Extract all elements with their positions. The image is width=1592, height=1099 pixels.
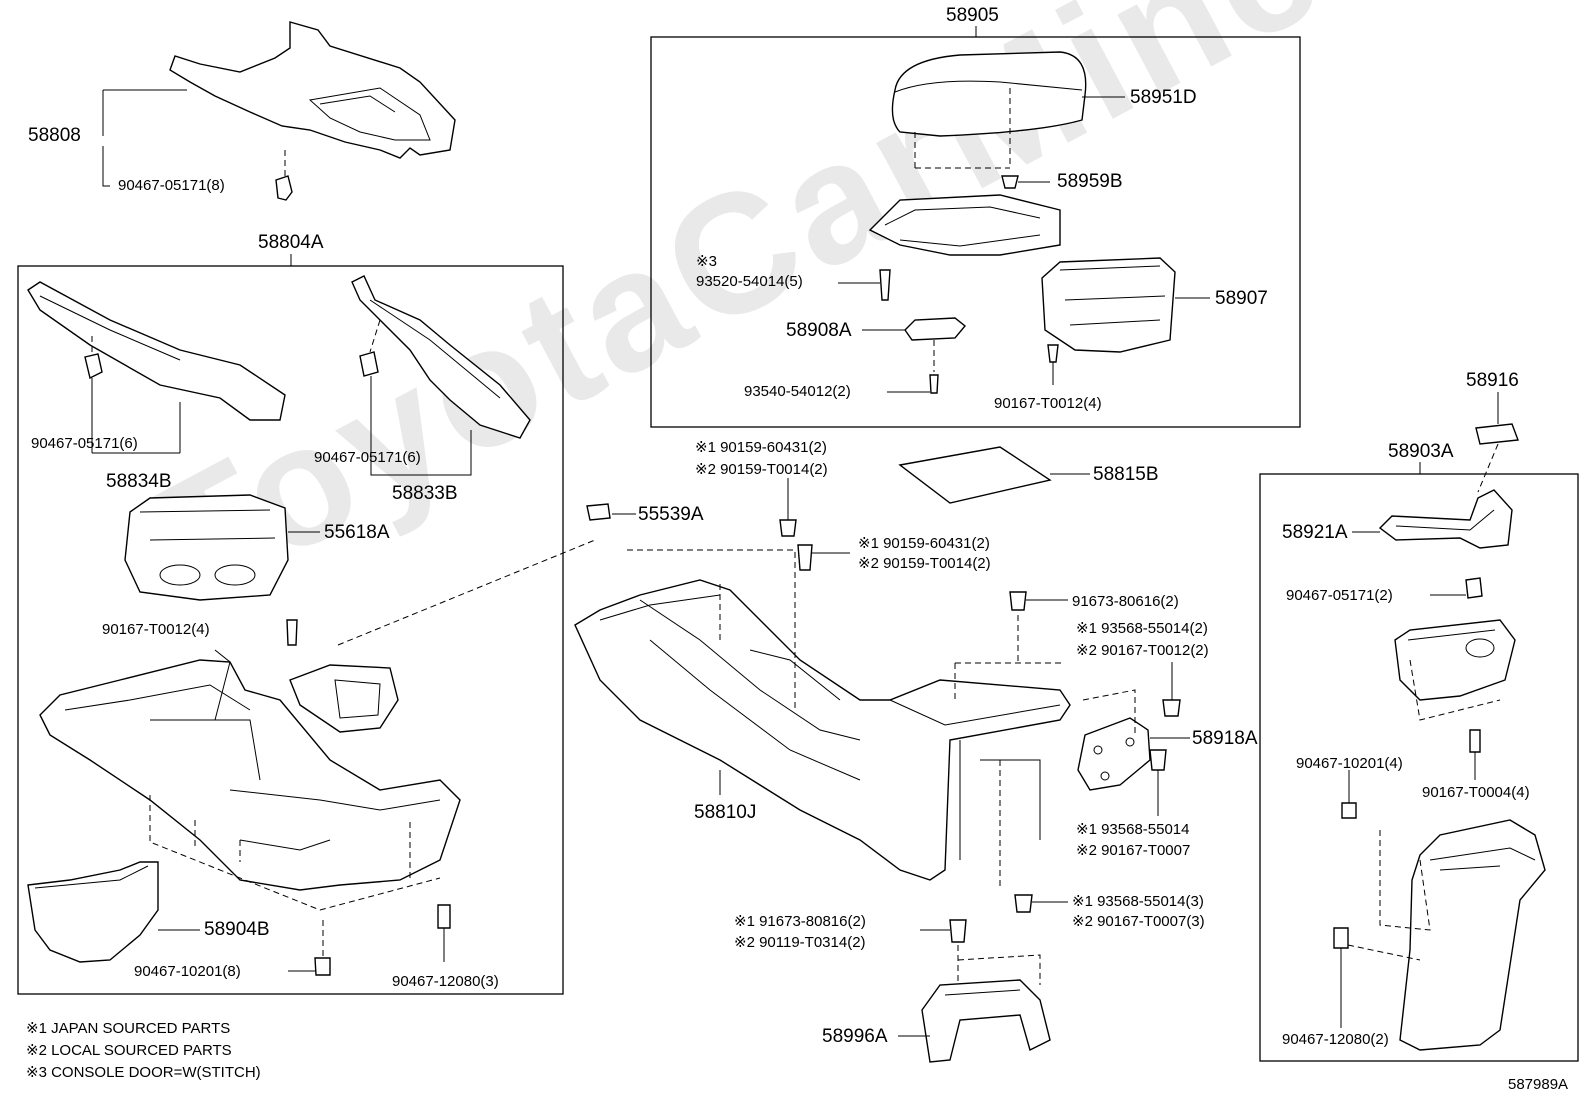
label-90167-T0004: 90167-T0004(4): [1422, 784, 1530, 801]
label-93568-c2: ※2 90167-T0007(3): [1072, 913, 1205, 930]
label-58808: 58808: [28, 125, 81, 146]
clip-90467-12080-b: [1333, 927, 1349, 949]
label-90467-05171-6a: 90467-05171(6): [31, 435, 138, 452]
group-box-58903A: [1259, 473, 1579, 1062]
label-55539A: 55539A: [638, 504, 704, 525]
label-91673-80616: 91673-80616(2): [1072, 593, 1179, 610]
part-58903A-tray: [1394, 619, 1516, 701]
part-58908A: [904, 317, 966, 341]
label-93520: 93520-54014(5): [696, 273, 803, 290]
bolt-91673-80616: [1009, 591, 1027, 611]
label-58815B: 58815B: [1093, 464, 1159, 485]
part-55618A-cupholder: [124, 494, 289, 601]
label-90467-12080-3: 90467-12080(3): [392, 973, 499, 990]
label-58916: 58916: [1466, 370, 1519, 391]
part-55539A-tray: [289, 664, 399, 733]
label-90467-05171-8: 90467-05171(8): [118, 177, 225, 194]
clip-58833B: [359, 351, 379, 377]
label-90167-T0012-4a: 90167-T0012(4): [994, 395, 1102, 412]
clip-90467-05171-2: [1465, 577, 1483, 599]
label-58996A: 58996A: [822, 1026, 888, 1047]
part-58833B-bracket: [351, 275, 531, 439]
footnote-1: ※1 JAPAN SOURCED PARTS: [26, 1020, 231, 1037]
clip-90467-10201: [314, 957, 331, 976]
clip-58834B: [84, 353, 103, 380]
label-93568-a1: ※1 93568-55014(2): [1076, 620, 1208, 637]
label-58904B: 58904B: [204, 919, 270, 940]
label-90467-05171-6b: 90467-05171(6): [314, 449, 421, 466]
screw-90167-T0012-b: [286, 619, 298, 646]
bolt-93568-c: [1014, 894, 1033, 913]
label-58903A: 58903A: [1388, 441, 1454, 462]
part-console-lid-frame: [868, 194, 1061, 256]
label-58834B: 58834B: [106, 471, 172, 492]
label-58918A: 58918A: [1192, 728, 1258, 749]
label-58905: 58905: [946, 5, 999, 26]
catalog-number: 587989A: [1508, 1076, 1569, 1093]
footnotes: ※1 JAPAN SOURCED PARTS ※2 LOCAL SOURCED …: [26, 1018, 261, 1084]
label-58804A: 58804A: [258, 232, 324, 253]
label-91673-80816-1: ※1 91673-80816(2): [734, 913, 866, 930]
footnote-2: ※2 LOCAL SOURCED PARTS: [26, 1042, 232, 1059]
label-93540: 93540-54012(2): [744, 383, 851, 400]
part-rear-lower-panel: [1399, 819, 1546, 1051]
part-58951D-armrest: [891, 51, 1087, 137]
label-90167-T0012-4b: 90167-T0012(4): [102, 621, 210, 638]
screw-93520: [879, 269, 891, 301]
label-58907: 58907: [1215, 288, 1268, 309]
screw-58959B: [1001, 175, 1019, 189]
part-58918A-bracket: [1077, 717, 1151, 791]
part-58996A-bracket: [921, 979, 1051, 1063]
part-58904B-mat: [27, 861, 159, 963]
clip-90467-05171: [275, 175, 293, 201]
part-58834B-trim: [27, 281, 286, 421]
part-58815B-pad: [898, 446, 1052, 504]
screw-93540: [929, 374, 939, 394]
label-93568-c1: ※1 93568-55014(3): [1072, 893, 1204, 910]
footnote-3: ※3 CONSOLE DOOR=W(STITCH): [26, 1064, 261, 1081]
label-58833B: 58833B: [392, 483, 458, 504]
label-93568-a2: ※2 90167-T0012(2): [1076, 642, 1209, 659]
label-58908A: 58908A: [786, 320, 852, 341]
part-58810J-console: [574, 579, 1071, 881]
label-note-3: ※3: [696, 253, 717, 270]
switch-55539A: [586, 503, 611, 521]
bolt-93568-a: [1162, 699, 1181, 717]
label-90467-12080-2: 90467-12080(2): [1282, 1031, 1389, 1048]
clip-90467-10201-4: [1341, 802, 1357, 819]
label-58810J: 58810J: [694, 802, 757, 823]
label-90159-b2: ※2 90159-T0014(2): [858, 555, 991, 572]
screw-90167-T0012-a: [1047, 344, 1059, 363]
bolt-90159-a: [779, 519, 797, 537]
part-58916: [1475, 423, 1519, 445]
label-93568-b2: ※2 90167-T0007: [1076, 842, 1191, 859]
label-93568-b1: ※1 93568-55014: [1076, 821, 1190, 838]
screw-90167-T0004: [1469, 729, 1481, 753]
label-55618A: 55618A: [324, 522, 390, 543]
label-90159-a1: ※1 90159-60431(2): [695, 439, 827, 456]
label-90159-b1: ※1 90159-60431(2): [858, 535, 990, 552]
clip-90467-12080-a: [437, 904, 451, 929]
label-90467-10201-8: 90467-10201(8): [134, 963, 241, 980]
label-58951D: 58951D: [1130, 87, 1197, 108]
part-58907-box: [1041, 257, 1176, 353]
bolt-90159-b: [797, 544, 813, 571]
bolt-93568-b: [1149, 749, 1167, 771]
part-58921A-trim: [1378, 489, 1513, 549]
part-58804A-console-body: [39, 649, 461, 891]
part-58808-upper-panel: [169, 21, 456, 159]
label-90467-05171-2: 90467-05171(2): [1286, 587, 1393, 604]
label-91673-80816-2: ※2 90119-T0314(2): [734, 934, 866, 951]
label-58921A: 58921A: [1282, 522, 1348, 543]
bolt-91673-80816: [949, 919, 967, 943]
label-90467-10201-4: 90467-10201(4): [1296, 755, 1403, 772]
label-58959B: 58959B: [1057, 171, 1123, 192]
label-90159-a2: ※2 90159-T0014(2): [695, 461, 828, 478]
